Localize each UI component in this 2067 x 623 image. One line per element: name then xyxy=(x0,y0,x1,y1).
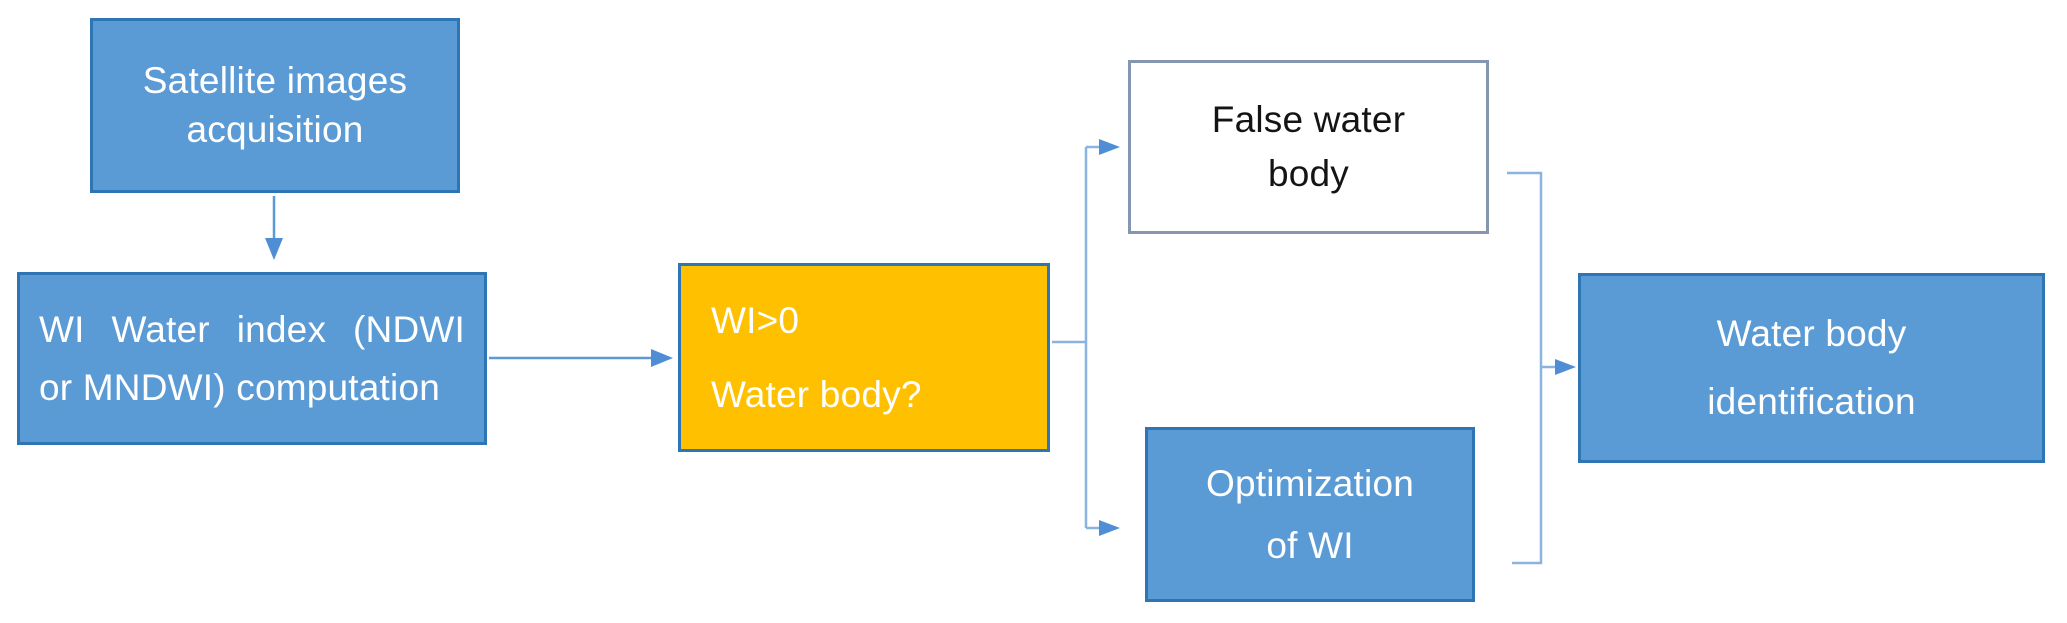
node-text-line: Optimization xyxy=(1205,463,1415,505)
node-wi-water-index-computation: WI Water index (NDWI or MNDWI) computati… xyxy=(17,272,487,445)
node-text-line: identification xyxy=(1707,381,1916,422)
node-text-line: body xyxy=(1267,153,1350,194)
arrow-to-optimization-head xyxy=(1099,520,1120,536)
arrow-satellite-to-wi-head xyxy=(265,238,283,260)
node-text-line: Satellite images xyxy=(142,59,408,101)
node-text-line: or MNDWI) computation xyxy=(39,366,441,408)
node-false-water-body: False water body xyxy=(1128,60,1489,234)
node-text-line: WI>0 xyxy=(711,299,800,341)
node-water-body-identification: Water body identification xyxy=(1578,273,2045,463)
arrow-wi-to-decision-head xyxy=(651,349,673,367)
node-satellite-images-acquisition: Satellite images acquisition xyxy=(90,18,460,193)
node-text-line: WI Water index (NDWI xyxy=(39,309,465,351)
node-text-line: acquisition xyxy=(186,108,364,150)
arrow-to-false-water-body-head xyxy=(1099,139,1120,155)
node-text-line: Water body? xyxy=(711,373,922,415)
node-text-line: Water body xyxy=(1716,312,1907,354)
arrow-to-identification-head xyxy=(1555,359,1576,375)
node-text-line: of WI xyxy=(1266,524,1354,566)
node-optimization-of-wi: Optimization of WI xyxy=(1145,427,1475,602)
node-decision-wi-greater-than-0: WI>0 Water body? xyxy=(678,263,1050,452)
connector-merge-rail xyxy=(1507,171,1543,565)
node-text-line: False water xyxy=(1211,99,1406,141)
